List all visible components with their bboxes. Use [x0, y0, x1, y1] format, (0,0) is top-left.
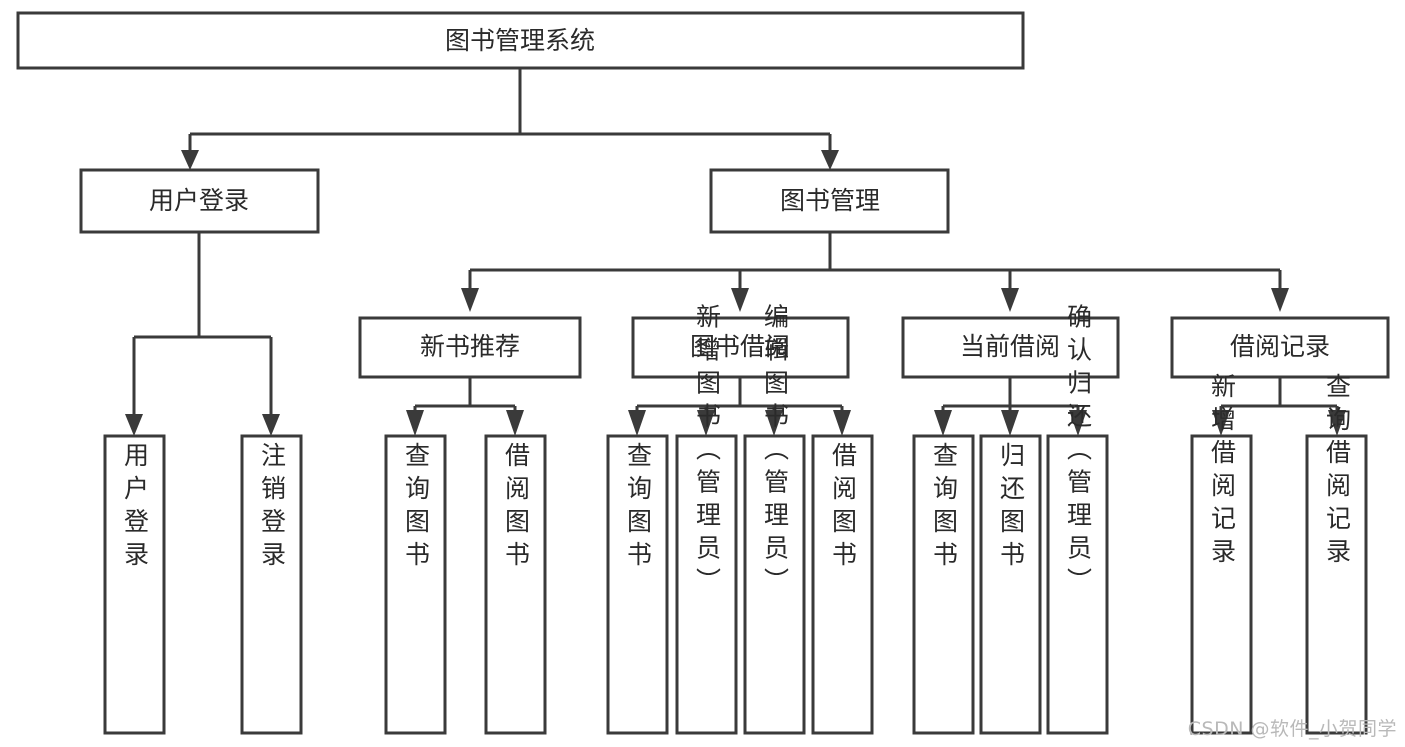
node-book-management-label: 图书管理 — [780, 186, 880, 215]
leaf-record-query-record[interactable]: 查询借阅记录 — [1305, 373, 1368, 735]
node-book-borrow-label: 图书借阅 — [690, 332, 790, 361]
leaf-label: 新增图书（管理员） — [693, 304, 722, 601]
leaf-label: 借阅图书 — [829, 442, 858, 574]
leaf-new-book-borrow[interactable]: 借阅图书 — [484, 434, 547, 735]
node-borrow-record-label: 借阅记录 — [1230, 332, 1330, 361]
leaf-label: 新增借阅记录 — [1208, 373, 1237, 571]
leaf-current-query-book[interactable]: 查询图书 — [912, 434, 975, 735]
node-root-label: 图书管理系统 — [445, 26, 595, 55]
leaf-label: 查询借阅记录 — [1323, 373, 1352, 571]
leaf-user-login-login[interactable]: 用户登录 — [103, 434, 166, 735]
node-current-borrow-label: 当前借阅 — [960, 332, 1060, 361]
leaf-current-confirm-return[interactable]: 确认归还（管理员） — [1046, 304, 1109, 735]
node-book-borrow[interactable]: 图书借阅 — [631, 316, 850, 379]
edge-root-to-level2 — [181, 68, 839, 170]
leaf-borrow-add-book[interactable]: 新增图书（管理员） — [675, 304, 738, 735]
node-root-system[interactable]: 图书管理系统 — [16, 11, 1025, 70]
leaf-label: 编辑图书（管理员） — [761, 304, 790, 601]
leaf-label: 借阅图书 — [502, 442, 531, 574]
leaf-label: 查询图书 — [624, 442, 653, 574]
leaf-borrow-query-book[interactable]: 查询图书 — [606, 434, 669, 735]
node-new-book-recommend[interactable]: 新书推荐 — [358, 316, 582, 379]
leaf-label: 确认归还（管理员） — [1064, 304, 1093, 601]
leaf-new-book-query[interactable]: 查询图书 — [384, 434, 447, 735]
edge-borrow-record-to-leaves — [1212, 377, 1346, 436]
node-new-book-recommend-label: 新书推荐 — [420, 332, 520, 361]
node-user-login[interactable]: 用户登录 — [79, 168, 320, 234]
leaf-label: 查询图书 — [402, 442, 431, 574]
leaf-current-return-book[interactable]: 归还图书 — [979, 434, 1042, 735]
leaf-label: 注销登录 — [258, 442, 287, 574]
node-user-login-label: 用户登录 — [149, 186, 249, 215]
leaf-label: 归还图书 — [997, 442, 1026, 574]
edge-book-management-to-level3 — [461, 232, 1289, 312]
node-book-management[interactable]: 图书管理 — [709, 168, 950, 234]
edge-current-borrow-to-leaves — [934, 377, 1087, 436]
leaf-label: 用户登录 — [121, 442, 150, 574]
node-borrow-record[interactable]: 借阅记录 — [1170, 316, 1390, 379]
edge-user-login-to-leaves — [125, 232, 280, 436]
leaf-record-add-record[interactable]: 新增借阅记录 — [1190, 373, 1253, 735]
edge-new-book-to-leaves — [406, 377, 524, 436]
leaf-borrow-borrow-book[interactable]: 借阅图书 — [811, 434, 874, 735]
leaf-label: 查询图书 — [930, 442, 959, 574]
node-current-borrow[interactable]: 当前借阅 — [901, 316, 1120, 379]
leaf-user-login-logout[interactable]: 注销登录 — [240, 434, 303, 735]
edge-book-borrow-to-leaves — [628, 377, 851, 436]
leaf-borrow-edit-book[interactable]: 编辑图书（管理员） — [743, 304, 806, 735]
